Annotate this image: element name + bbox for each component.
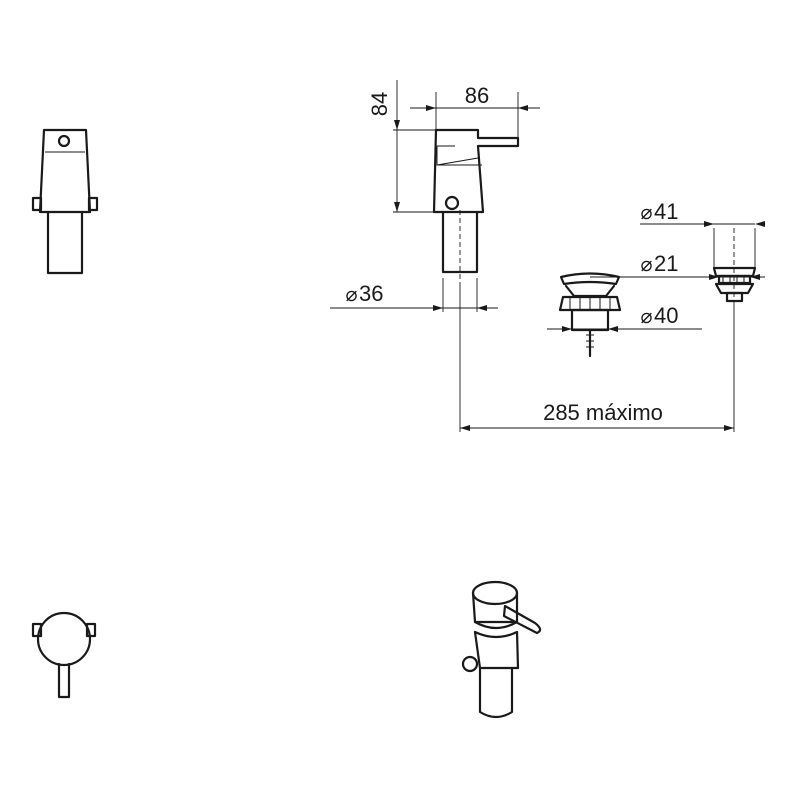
- diameter-21-label: ⌀21: [640, 251, 679, 276]
- distance-label: 285 máximo: [543, 400, 663, 425]
- dimension-height: 84: [367, 80, 436, 213]
- dimension-distance: 285 máximo: [459, 285, 735, 432]
- diameter-41-label: ⌀41: [640, 199, 679, 224]
- dimension-diameter-36: ⌀36: [330, 278, 498, 312]
- diameter-40-label: ⌀40: [640, 303, 679, 328]
- dimension-diameter-21: ⌀21: [590, 251, 765, 280]
- mixer-side-view: [432, 128, 520, 285]
- diameter-36-label: ⌀36: [345, 281, 384, 306]
- dimension-spout: 86: [410, 83, 540, 138]
- spout-label: 86: [465, 83, 489, 108]
- height-label: 84: [367, 92, 392, 116]
- mixer-perspective-view: [461, 580, 542, 719]
- dimension-diameter-41: ⌀41: [640, 199, 765, 268]
- mixer-front-view: [31, 128, 99, 275]
- dimension-diameter-40: ⌀40: [547, 303, 702, 332]
- drain-valve: [558, 272, 622, 358]
- drain-cap: [712, 228, 757, 305]
- mixer-top-view: [31, 611, 97, 699]
